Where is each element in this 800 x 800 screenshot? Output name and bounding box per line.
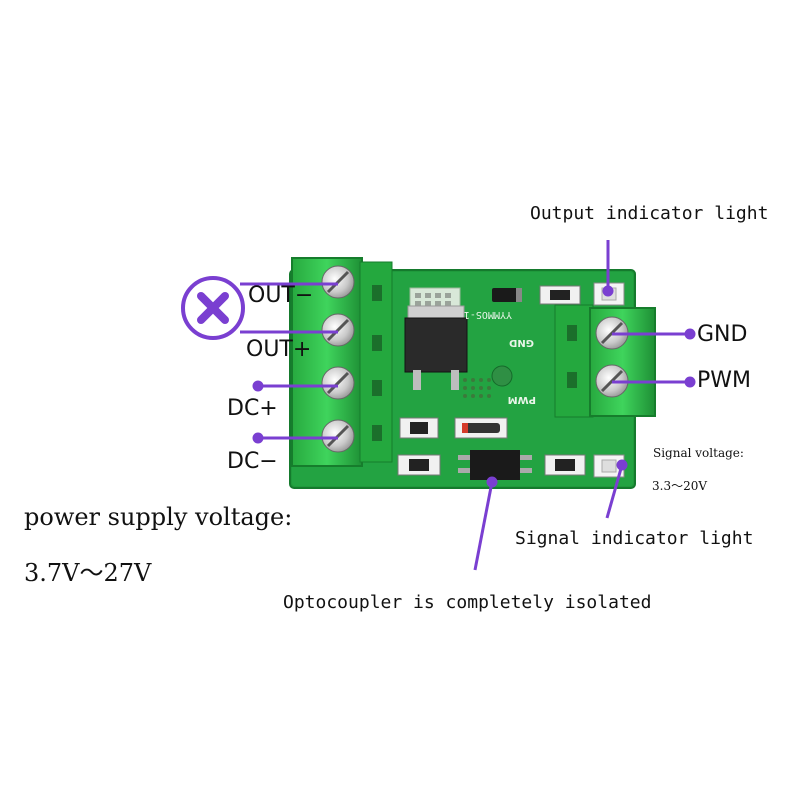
label-dc-plus: DC+ [227,396,278,421]
label-signal-voltage-title: Signal voltage: [653,446,744,460]
signal-terminal-block [554,304,656,418]
board-model-marking: YYMMOS-1 [464,309,512,320]
label-dc-minus: DC− [227,449,278,474]
label-signal-indicator: Signal indicator light [515,528,754,549]
x-circle-icon [181,276,245,340]
label-output-indicator: Output indicator light [530,203,769,224]
label-power-supply-title: power supply voltage: [24,503,293,531]
label-optocoupler: Optocoupler is completely isolated [283,592,652,613]
label-gnd: GND [697,322,748,347]
terminal-screws-left[interactable] [321,265,355,453]
label-signal-voltage-range: 3.3～20V [652,479,708,493]
mosfet-chip [404,305,468,390]
power-terminal-block [291,257,393,467]
label-out-plus: OUT+ [246,337,312,362]
smd-components [397,285,586,476]
label-pwm: PWM [697,368,752,393]
optocoupler-chip [458,450,532,480]
label-out-minus: OUT− [248,283,314,308]
label-power-supply-range: 3.7V～27V [24,559,152,587]
annotation-lines [240,240,696,571]
silk-gnd: GND [509,337,534,348]
silk-pwm: PWM [508,394,536,405]
